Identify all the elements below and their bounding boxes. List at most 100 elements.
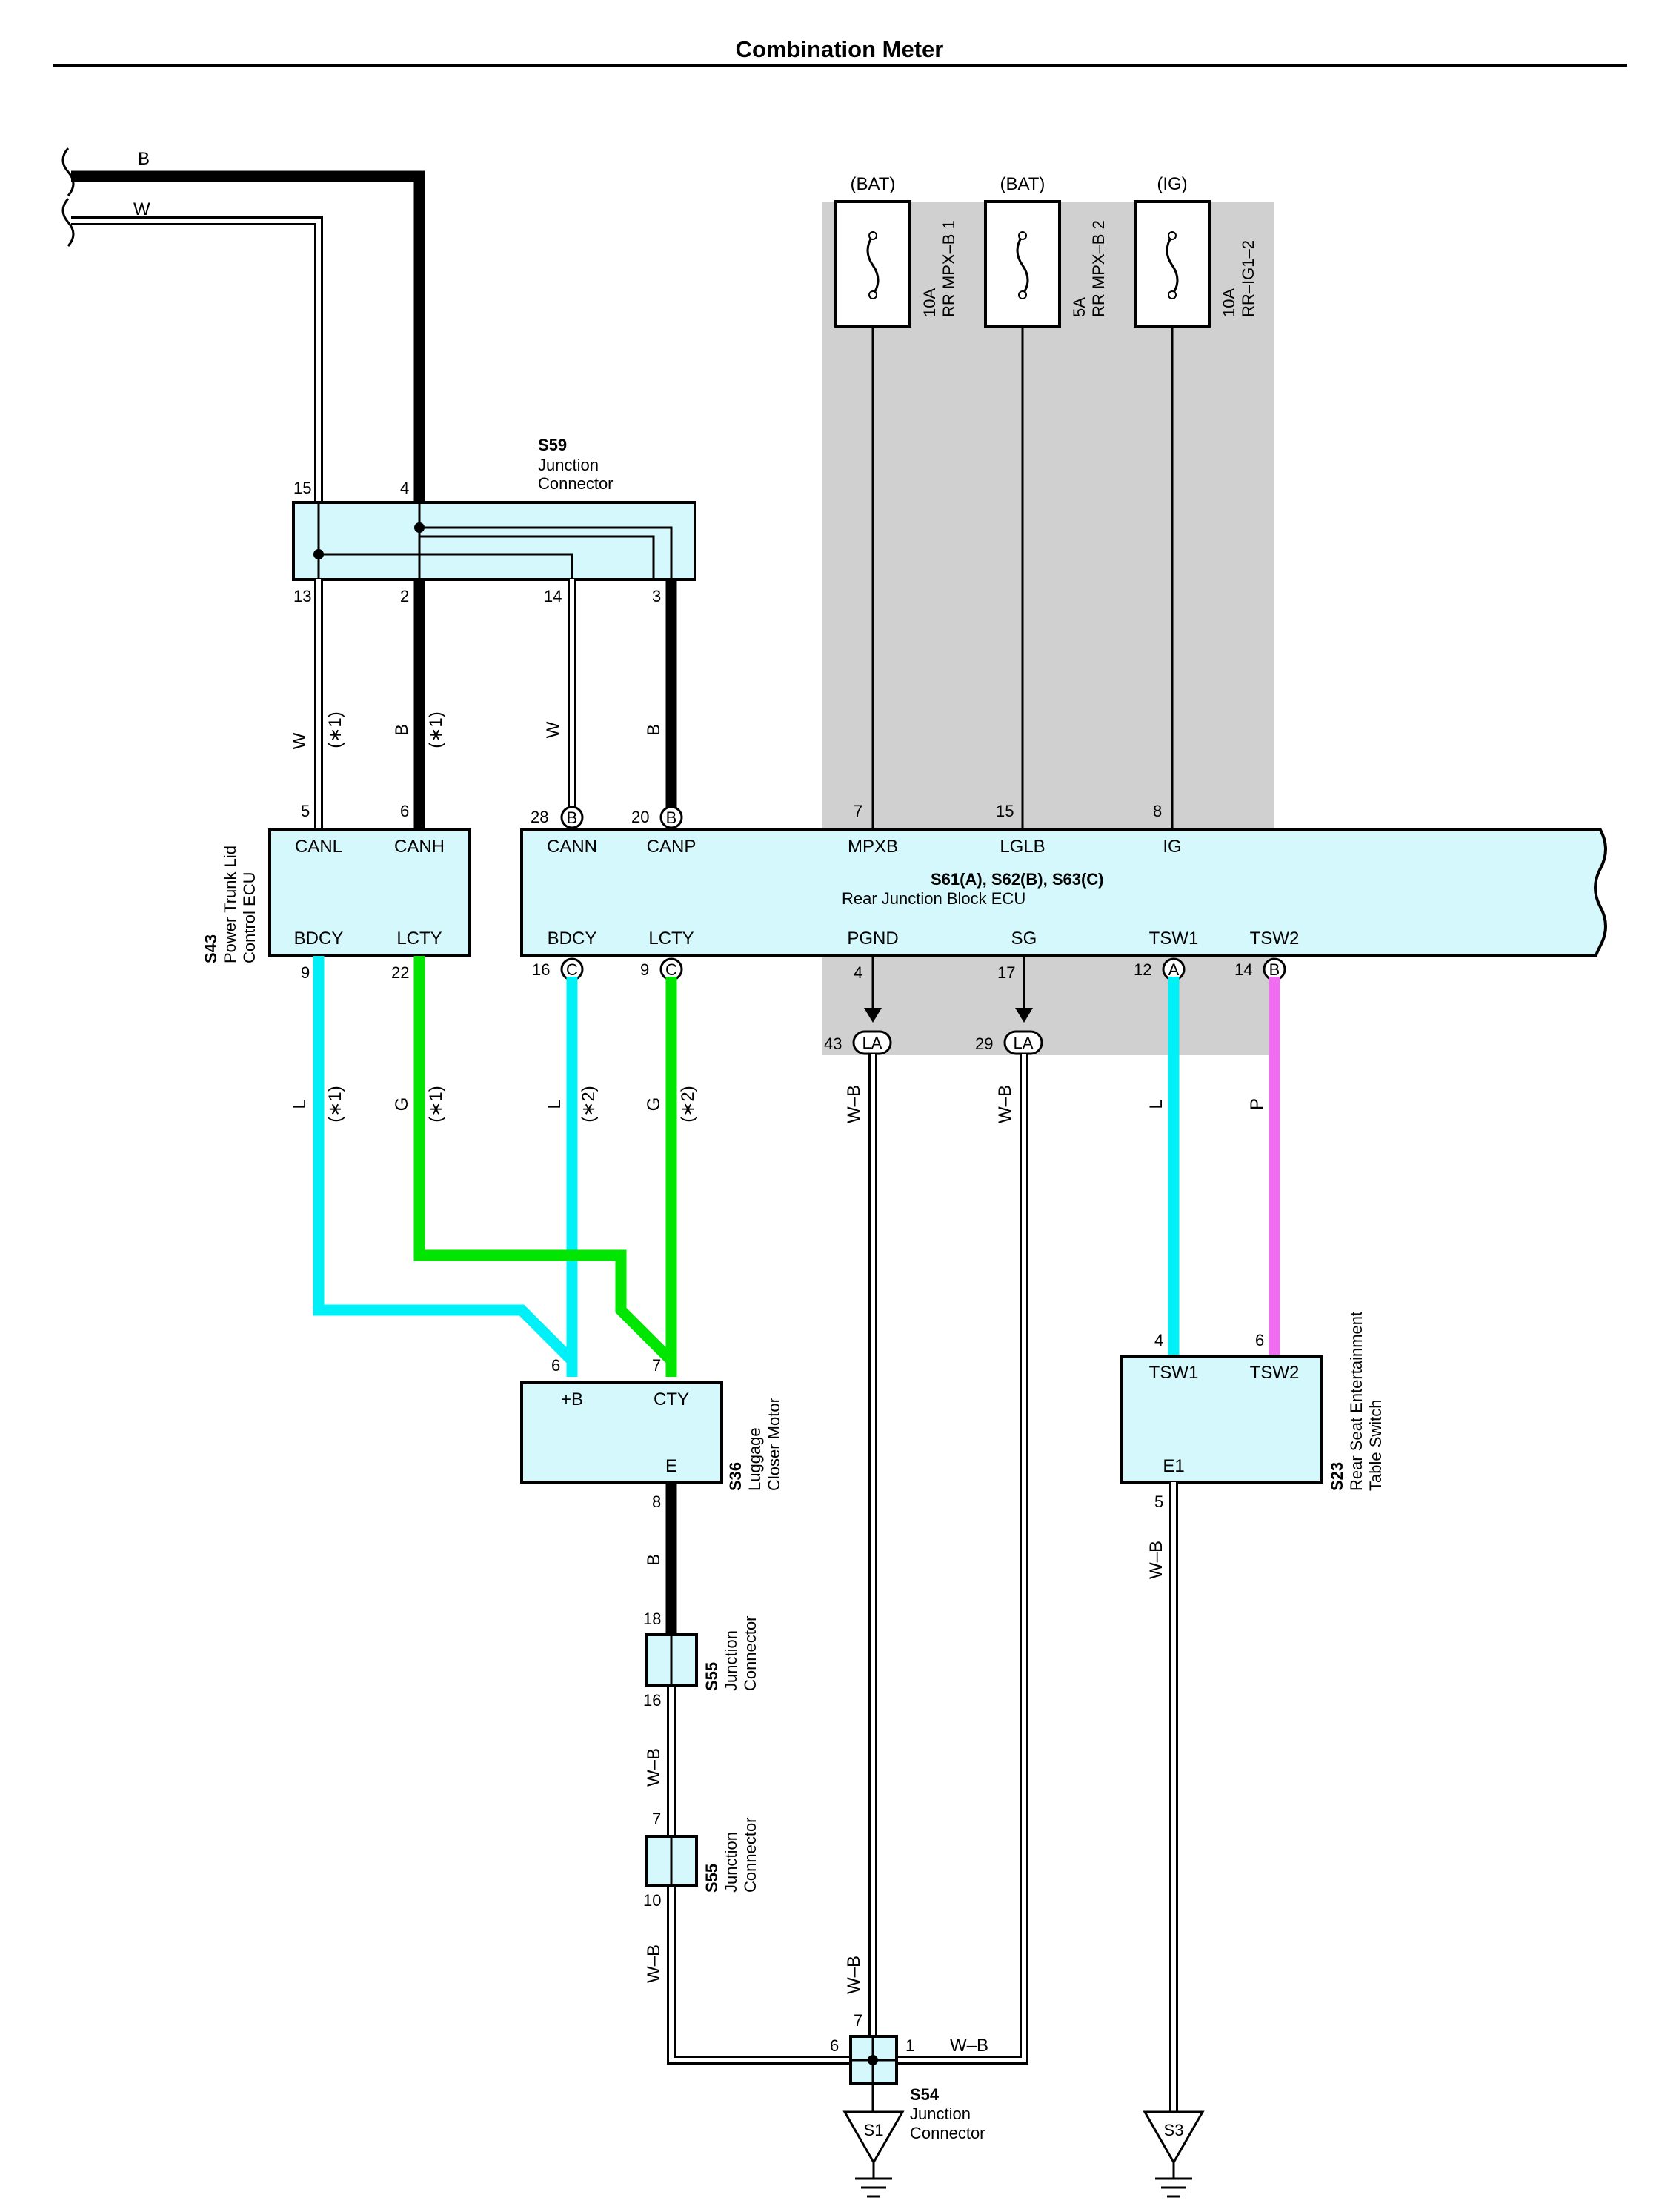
wire-label-wb: W–B [644,1748,664,1787]
note-1: (∗1) [325,711,345,748]
ecu-terminal-mpxb: MPXB [848,837,898,857]
ecu-pin-17: 17 [997,963,1015,982]
ecu-code: S61(A), S62(B), S63(C) [931,870,1104,889]
ecu-terminal-cann: CANN [547,837,597,857]
s59-junction-connector [292,501,696,581]
note-1: (∗1) [325,1086,345,1122]
s54-name-line1: Junction [910,2105,971,2123]
la-label: LA [862,1034,882,1052]
s23-terminal-tsw2: TSW2 [1250,1363,1300,1383]
wire-label-b: B [392,724,412,736]
fuse-icon [866,235,880,296]
s36-luggage-closer-motor [520,1381,723,1484]
s59-pin-15: 15 [293,479,311,497]
note-1: (∗1) [426,1086,446,1122]
s43-pin-22: 22 [391,963,409,982]
s43-pin-5: 5 [301,802,310,820]
s54-name-line2: Connector [910,2124,985,2142]
s54-splice-dot [868,2055,878,2065]
wire-label-wb: W–B [844,1956,864,1994]
rear-junction-block-ecu [520,828,1607,957]
connector-b-marker [560,806,584,829]
ground-s1-label: S1 [864,2121,884,2139]
s55-name-line2: Connector [741,1817,759,1893]
s59-internal-wiring [317,502,673,579]
la-pin-43: 43 [824,1034,842,1053]
ecu-terminal-bdcy: BDCY [548,929,597,949]
la-pin-29: 29 [975,1034,993,1053]
s55-code: S55 [702,1662,721,1691]
s59-name-line2: Connector [538,474,614,493]
s43-power-trunk-lid-ecu [268,828,471,957]
s36-name-line1: Luggage [745,1427,764,1491]
s23-pin-5: 5 [1154,1492,1163,1511]
s43-terminal-lcty: LCTY [396,929,442,949]
wire-label-l: L [545,1099,565,1109]
ecu-terminal-lcty: LCTY [648,929,694,949]
wire-color-b-top: B [138,149,150,169]
wire-label-wb: W–B [644,1944,664,1983]
s23-pin-4: 4 [1154,1331,1163,1349]
ground-s3-label: S3 [1164,2121,1184,2139]
s43-terminal-canh: CANH [394,837,445,857]
wire-label-b: B [644,724,664,736]
fuse-name: RR MPX–B 1 [940,220,958,317]
s43-terminal-bdcy: BDCY [294,929,344,949]
ecu-pin-9: 9 [640,960,649,979]
connector-b-letter: B [567,808,578,827]
connector-b-marker [659,806,683,829]
s55-pin-7: 7 [652,1810,661,1828]
s43-pin-6: 6 [400,802,409,820]
fuse-source: (IG) [1157,174,1187,194]
s43-terminal-canl: CANL [295,837,342,857]
fuse-rating: 10A [1220,288,1238,317]
note-2: (∗2) [579,1086,599,1122]
s55-name-line2: Connector [741,1615,759,1691]
ecu-terminal-tsw2: TSW2 [1250,929,1300,949]
fuse-source: (BAT) [851,174,896,194]
ecu-pin-8: 8 [1153,802,1162,820]
fuse-rating: 10A [920,288,939,317]
ecu-terminal-pgnd: PGND [847,929,898,949]
s55-name-line1: Junction [722,1832,740,1893]
ecu-pin-16: 16 [532,960,550,979]
s55-name-line1: Junction [722,1630,740,1691]
s55-pin-18: 18 [643,1610,661,1628]
fuse-rr-mpx-b2: (BAT) 5A RR MPX–B 2 [984,174,1108,328]
s59-name-line1: Junction [538,456,599,474]
fuse-source: (BAT) [1000,174,1045,194]
s23-code: S23 [1328,1462,1346,1491]
ground-s1-icon: S1 [842,2110,905,2198]
ecu-terminal-sg: SG [1011,929,1037,949]
wire-label-w: W [543,721,563,738]
wire-label-b: B [644,1554,664,1566]
s59-pin-13: 13 [293,587,311,605]
s59-pin-4: 4 [400,479,409,497]
wire-label-p: P [1247,1098,1267,1110]
wire-label-wb: W–B [995,1085,1015,1123]
wire-b-top [71,170,425,511]
fuse-name: RR–IG1–2 [1239,240,1257,317]
s43-code: S43 [202,934,220,963]
s36-terminal-cty: CTY [654,1389,689,1409]
ecu-name: Rear Junction Block ECU [842,889,1025,908]
s36-name-line2: Closer Motor [765,1398,783,1491]
ecu-terminal-lglb: LGLB [1000,837,1045,857]
s36-code: S36 [726,1462,745,1491]
connector-a-letter: A [1168,960,1180,979]
s55-pin-10: 10 [643,1891,661,1910]
fuse-feed-wires [871,326,1174,830]
s43-name-line2: Control ECU [240,872,259,963]
wire-l-bdcy-s43 [313,956,578,1377]
s55-pin-16: 16 [643,1691,661,1710]
fuse-icon [1016,235,1029,296]
fuse-rr-ig1-2: (IG) 10A RR–IG1–2 [1134,174,1257,328]
fuse-rr-mpx-b1: (BAT) 10A RR MPX–B 1 [834,174,958,328]
wire-label-l: L [290,1099,310,1109]
s23-terminal-tsw1: TSW1 [1149,1363,1199,1383]
ecu-terminal-ig: IG [1163,837,1181,857]
s23-name-line2: Table Switch [1366,1399,1385,1491]
ecu-pin-28: 28 [531,808,548,826]
s43-name-line1: Power Trunk Lid [221,846,239,963]
